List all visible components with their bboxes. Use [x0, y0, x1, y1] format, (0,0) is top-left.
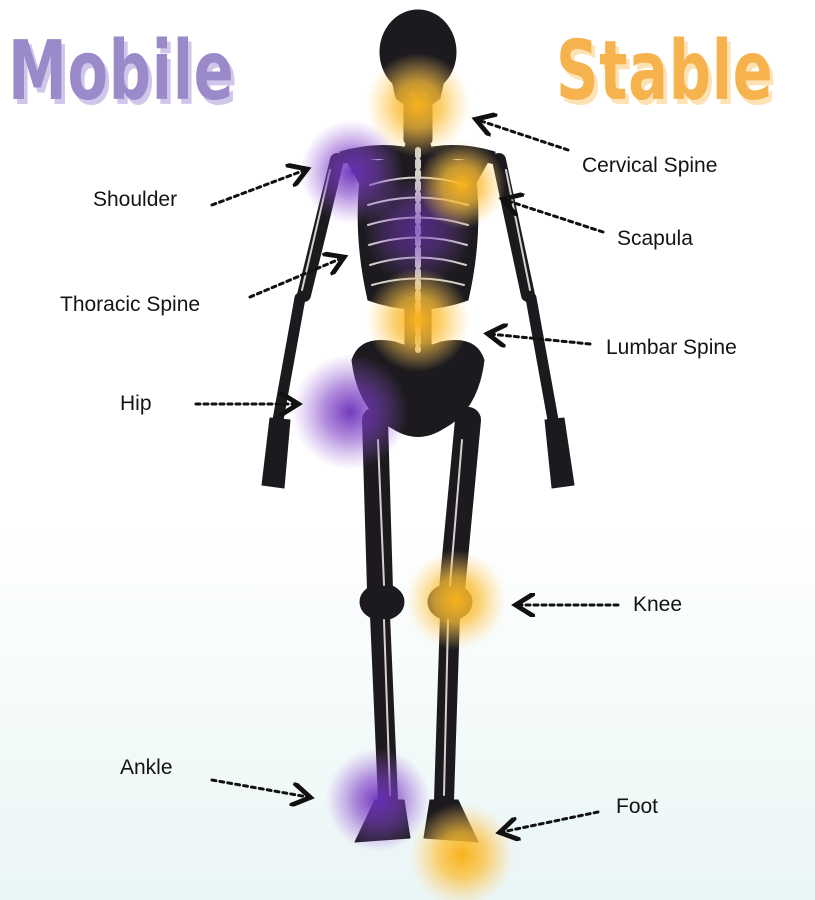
- cervical-arrow: [478, 120, 568, 150]
- lumbar-glow: [366, 268, 470, 372]
- scapula-label: Scapula: [617, 227, 693, 251]
- knee-glow: [406, 550, 506, 650]
- cervical-spine-label: Cervical Spine: [582, 154, 717, 178]
- lumbar-spine-label: Lumbar Spine: [606, 336, 737, 360]
- foot-arrow: [502, 812, 598, 832]
- right-forearm: [531, 298, 553, 420]
- foot-label: Foot: [616, 795, 658, 819]
- hip-label: Hip: [120, 392, 152, 416]
- scapula-glow: [418, 141, 506, 229]
- knee-label: Knee: [633, 593, 682, 617]
- ankle-label: Ankle: [120, 756, 173, 780]
- shoulder-arrow: [212, 170, 305, 205]
- ankle-arrow: [212, 780, 308, 797]
- thoracic-arrow: [250, 258, 342, 297]
- shoulder-label: Shoulder: [93, 188, 177, 212]
- thoracic-spine-label: Thoracic Spine: [60, 293, 200, 317]
- cervical-glow: [366, 53, 470, 157]
- left-hand: [262, 418, 290, 488]
- right-hand: [545, 418, 574, 488]
- hip-glow: [292, 354, 408, 470]
